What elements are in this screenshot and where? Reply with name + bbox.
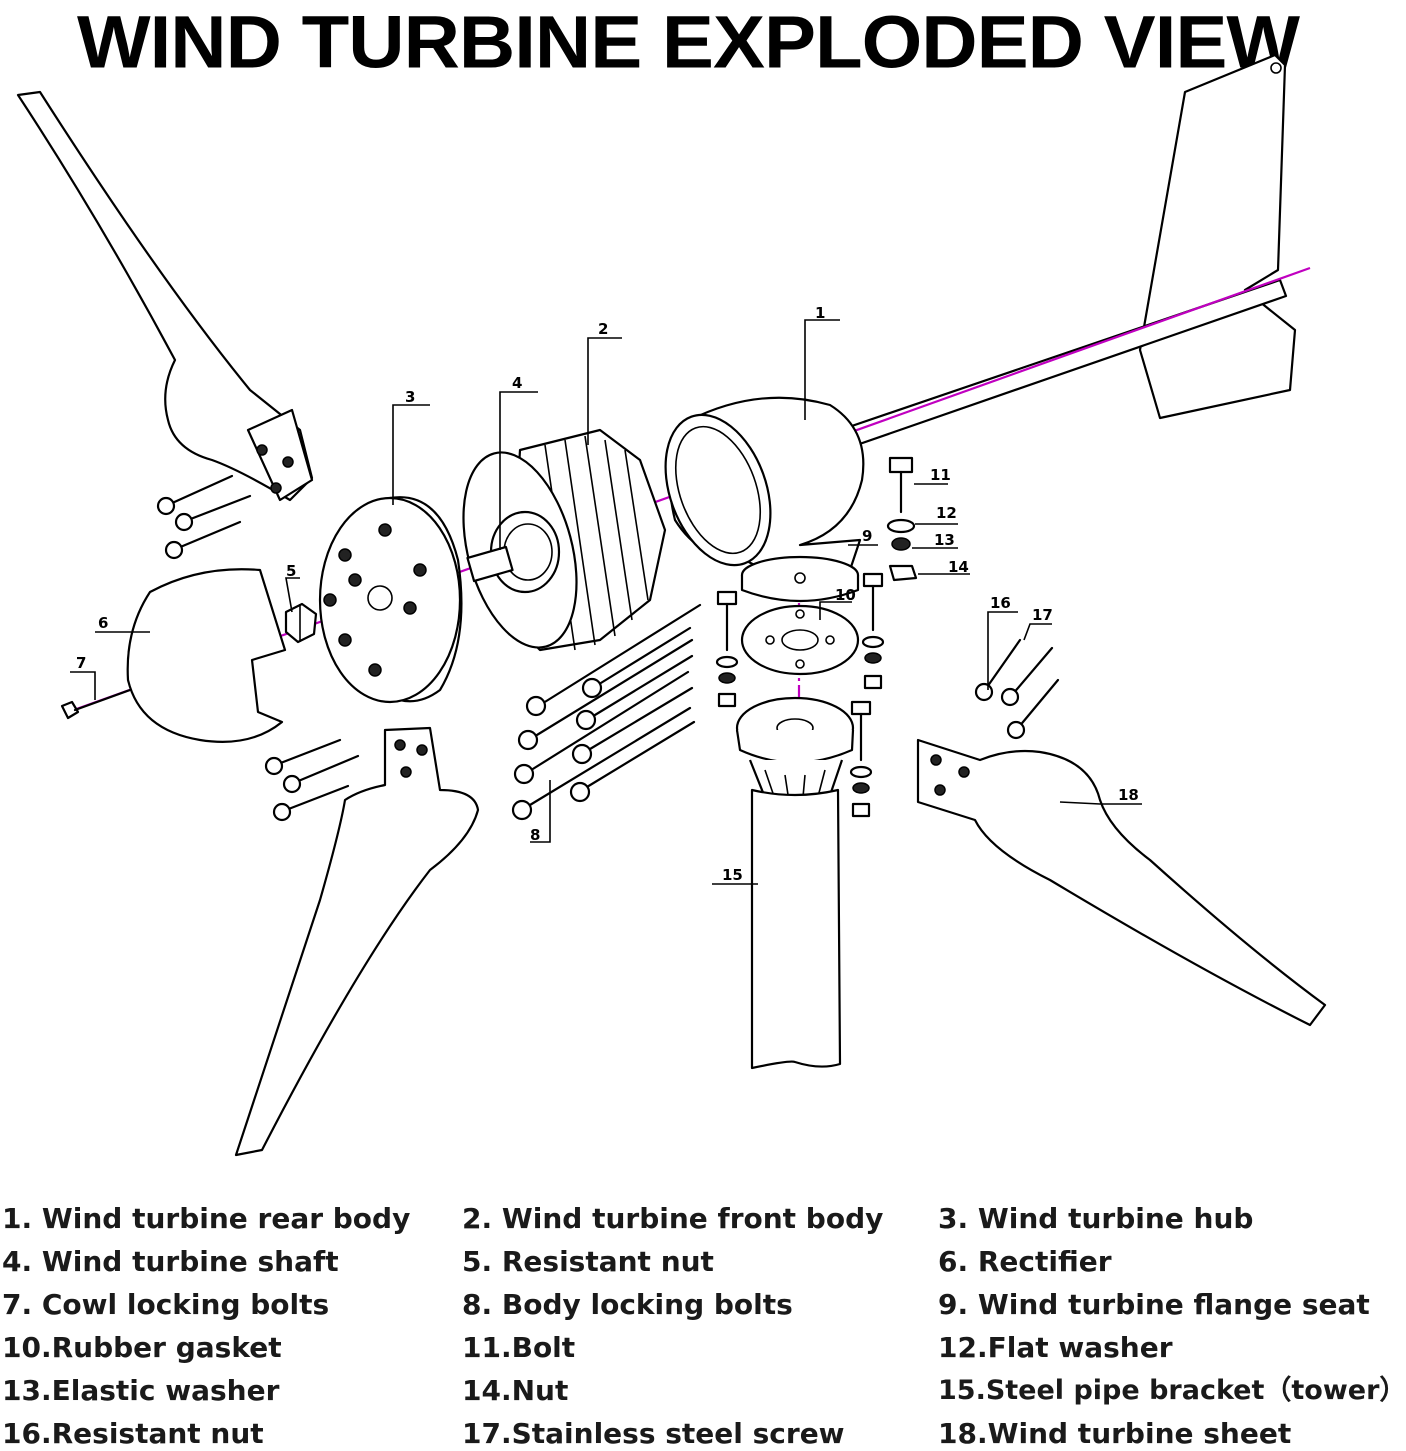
rubber-gasket: [740, 604, 860, 676]
legend-item-7: 7. Cowl locking bolts: [2, 1288, 330, 1321]
tail-fin: [1138, 53, 1297, 420]
callout-4: 4: [512, 374, 522, 392]
callout-2: 2: [598, 320, 608, 338]
callout-12: 12: [936, 504, 957, 522]
callout-labels: 1 2 3 4 5 6 7 8 9 10 11 12 13 14 15 16 1…: [76, 304, 1139, 884]
bolt-group-lower-left: [264, 738, 360, 822]
legend-item-8: 8. Body locking bolts: [462, 1288, 793, 1321]
rear-body: [664, 396, 865, 572]
legend-item-12: 12.Flat washer: [938, 1331, 1173, 1364]
legend-item-13: 13.Elastic washer: [2, 1374, 280, 1407]
legend-item-16: 16.Resistant nut: [2, 1417, 264, 1450]
tower: [735, 696, 855, 1070]
flange-seat: [740, 555, 860, 603]
callout-16: 16: [990, 594, 1011, 612]
callout-14: 14: [948, 558, 969, 576]
callout-leaders: [70, 319, 1142, 885]
legend-item-1: 1. Wind turbine rear body: [2, 1202, 411, 1235]
diagram-title: WIND TURBINE EXPLODED VIEW: [76, 0, 1300, 84]
callout-6: 6: [98, 614, 108, 632]
bolt-11-stack: [886, 456, 918, 582]
callout-5: 5: [286, 562, 296, 580]
bolt-group-upper-left: [156, 474, 252, 560]
legend-item-3: 3. Wind turbine hub: [938, 1202, 1254, 1235]
callout-9: 9: [862, 527, 872, 545]
resistant-nut: [284, 602, 318, 644]
callout-1: 1: [815, 304, 825, 322]
body-locking-bolts: [511, 603, 702, 821]
callout-18: 18: [1118, 786, 1139, 804]
blade-lower: [234, 726, 480, 1157]
blade-upper-left: [16, 90, 314, 502]
legend-item-9: 9. Wind turbine flange seat: [938, 1288, 1370, 1321]
blade-right: [916, 738, 1327, 1027]
callout-8: 8: [530, 826, 540, 844]
legend-item-5: 5. Resistant nut: [462, 1245, 714, 1278]
legend-item-6: 6. Rectifier: [938, 1245, 1112, 1278]
shaft: [466, 545, 514, 583]
cowl-locking-bolt: [60, 688, 132, 720]
callout-3: 3: [405, 388, 415, 406]
callout-7: 7: [76, 654, 86, 672]
callout-17: 17: [1032, 606, 1053, 624]
exploded-view-diagram: 1 2 3 4 5 6 7 8 9 10 11 12 13 14 15 16 1…: [16, 53, 1327, 1157]
legend-item-15: 15.Steel pipe bracket（tower）: [938, 1375, 1406, 1406]
legend-item-2: 2. Wind turbine front body: [462, 1202, 884, 1235]
parts-legend: 1. Wind turbine rear body 2. Wind turbin…: [0, 1200, 1406, 1451]
hub: [318, 496, 463, 704]
legend-item-17: 17.Stainless steel screw: [462, 1417, 845, 1450]
legend-item-14: 14.Nut: [462, 1374, 569, 1407]
legend-item-4: 4. Wind turbine shaft: [2, 1245, 339, 1278]
rectifier-cowl: [126, 568, 287, 743]
tower-bolts-left: [715, 590, 739, 708]
legend-item-11: 11.Bolt: [462, 1331, 576, 1364]
callout-13: 13: [934, 531, 955, 549]
tower-bolts-right: [849, 572, 885, 818]
callout-10: 10: [835, 586, 856, 604]
callout-11: 11: [930, 466, 951, 484]
callout-15: 15: [722, 866, 743, 884]
legend-item-18: 18.Wind turbine sheet: [938, 1417, 1292, 1450]
legend-item-10: 10.Rubber gasket: [2, 1331, 282, 1364]
front-body: [462, 428, 667, 652]
